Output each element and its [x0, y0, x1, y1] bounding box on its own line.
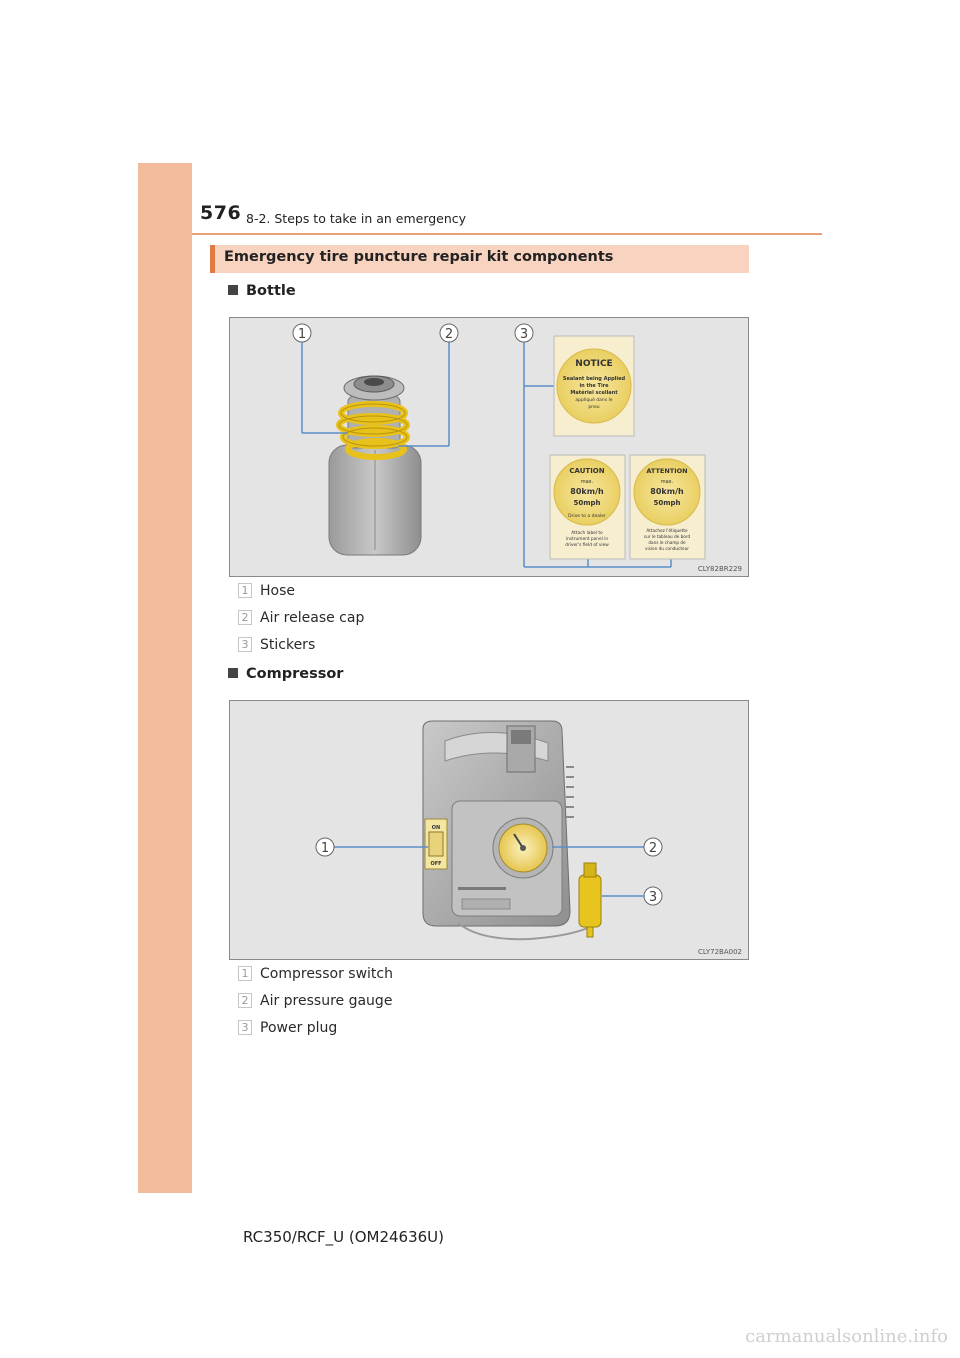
caution-line: instrument panel in: [566, 536, 608, 542]
section-title: Emergency tire puncture repair kit compo…: [224, 249, 614, 265]
compressor-switch: ON OFF: [424, 818, 448, 870]
callout-label: 1: [321, 841, 329, 856]
legend-label: Air release cap: [260, 610, 365, 626]
section-breadcrumb: 8-2. Steps to take in an emergency: [246, 211, 467, 226]
legend-label: Stickers: [260, 637, 316, 653]
figure-code: CLY82BR229: [697, 565, 742, 573]
compressor-heading: Compressor: [228, 666, 343, 682]
bottle-heading: Bottle: [228, 283, 296, 299]
notice-line: appliqué dans le: [575, 396, 612, 403]
footer-model-code: RC350/RCF_U (OM24636U): [243, 1228, 445, 1246]
compressor-illustration: ON OFF 1 2 3: [315, 720, 663, 941]
caution-sticker: CAUTION max. 80km/h 50mph Drive to a dea…: [549, 454, 626, 560]
bottle-callout-1: 1: [292, 323, 312, 343]
switch-off-label: OFF: [430, 861, 441, 867]
watermark[interactable]: carmanualsonline.info: [745, 1326, 948, 1347]
compressor-heading-text: Compressor: [246, 666, 344, 682]
attention-kmh: 80km/h: [650, 487, 684, 496]
legend-number: 2: [238, 993, 252, 1008]
attention-line: dans le champ de: [648, 540, 686, 545]
callout-label: 3: [520, 327, 528, 342]
attention-sticker: ATTENTION max. 80km/h 50mph Attachez l'é…: [629, 454, 706, 560]
legend-number: 1: [238, 966, 252, 981]
legend-label: Power plug: [260, 1020, 338, 1036]
caution-arc-text: Drive to a dealer: [568, 513, 606, 519]
caution-line: driver's field of view: [565, 542, 609, 548]
legend-item: 3 Stickers: [238, 637, 315, 653]
page-number: 576: [200, 202, 242, 224]
bottle-illustration: 1 2 3 NOTICE Sealant being Applied in th…: [292, 323, 706, 568]
attention-mph: 50mph: [653, 499, 680, 507]
switch-on-label: ON: [432, 825, 440, 831]
compressor-figure: ON OFF 1 2 3: [229, 700, 749, 960]
legend-number: 3: [238, 637, 252, 652]
attention-max: max.: [661, 479, 674, 485]
compressor-callout-3: 3: [643, 886, 663, 906]
callout-label: 1: [298, 327, 306, 342]
caution-line: Attach label to: [571, 530, 603, 536]
bottle-figure: 1 2 3 NOTICE Sealant being Applied in th…: [229, 317, 749, 577]
bottle-callout-lines: [301, 342, 672, 568]
square-bullet-icon: [228, 285, 238, 295]
caution-title: CAUTION: [569, 467, 604, 475]
legend-item: 1 Hose: [238, 583, 295, 599]
caution-mph: 50mph: [573, 499, 600, 507]
legend-item: 1 Compressor switch: [238, 966, 393, 982]
notice-line: in the Tire: [579, 383, 609, 389]
notice-title: NOTICE: [575, 359, 612, 369]
bottle-callout-3: 3: [514, 323, 534, 343]
caution-max: max.: [581, 479, 594, 485]
notice-line: Matériel scellant: [570, 389, 618, 396]
power-plug: [457, 862, 602, 941]
attention-line: vision du conducteur: [645, 546, 689, 551]
compressor-callout-2: 2: [643, 837, 663, 857]
legend-label: Air pressure gauge: [260, 993, 393, 1009]
bottle-callout-2: 2: [439, 323, 459, 343]
legend-item: 2 Air release cap: [238, 610, 364, 626]
air-pressure-gauge: [492, 817, 554, 879]
square-bullet-icon: [228, 668, 238, 678]
callout-label: 2: [649, 841, 657, 856]
callout-label: 3: [649, 890, 657, 905]
attention-line: sur le tableau de bord: [644, 534, 691, 539]
legend-number: 1: [238, 583, 252, 598]
notice-line: pneu: [588, 405, 599, 410]
legend-item: 2 Air pressure gauge: [238, 993, 392, 1009]
callout-label: 2: [445, 327, 453, 342]
legend-number: 3: [238, 1020, 252, 1035]
section-title-bar: Emergency tire puncture repair kit compo…: [210, 245, 749, 273]
compressor-callout-1: 1: [315, 837, 335, 857]
sidebar-tab: [138, 163, 192, 1193]
legend-label: Compressor switch: [260, 966, 393, 982]
legend-number: 2: [238, 610, 252, 625]
attention-title: ATTENTION: [646, 467, 687, 475]
header-divider: [192, 233, 822, 235]
notice-line: Sealant being Applied: [563, 376, 626, 382]
figure-code: CLY72BA002: [698, 948, 742, 956]
caution-kmh: 80km/h: [570, 487, 604, 496]
legend-label: Hose: [260, 583, 295, 599]
notice-sticker: NOTICE Sealant being Applied in the Tire…: [553, 335, 635, 437]
attention-line: Attachez l'étiquette: [646, 528, 688, 533]
compressor-callout-lines: [334, 846, 644, 897]
bottle-heading-text: Bottle: [246, 283, 296, 299]
legend-item: 3 Power plug: [238, 1020, 337, 1036]
